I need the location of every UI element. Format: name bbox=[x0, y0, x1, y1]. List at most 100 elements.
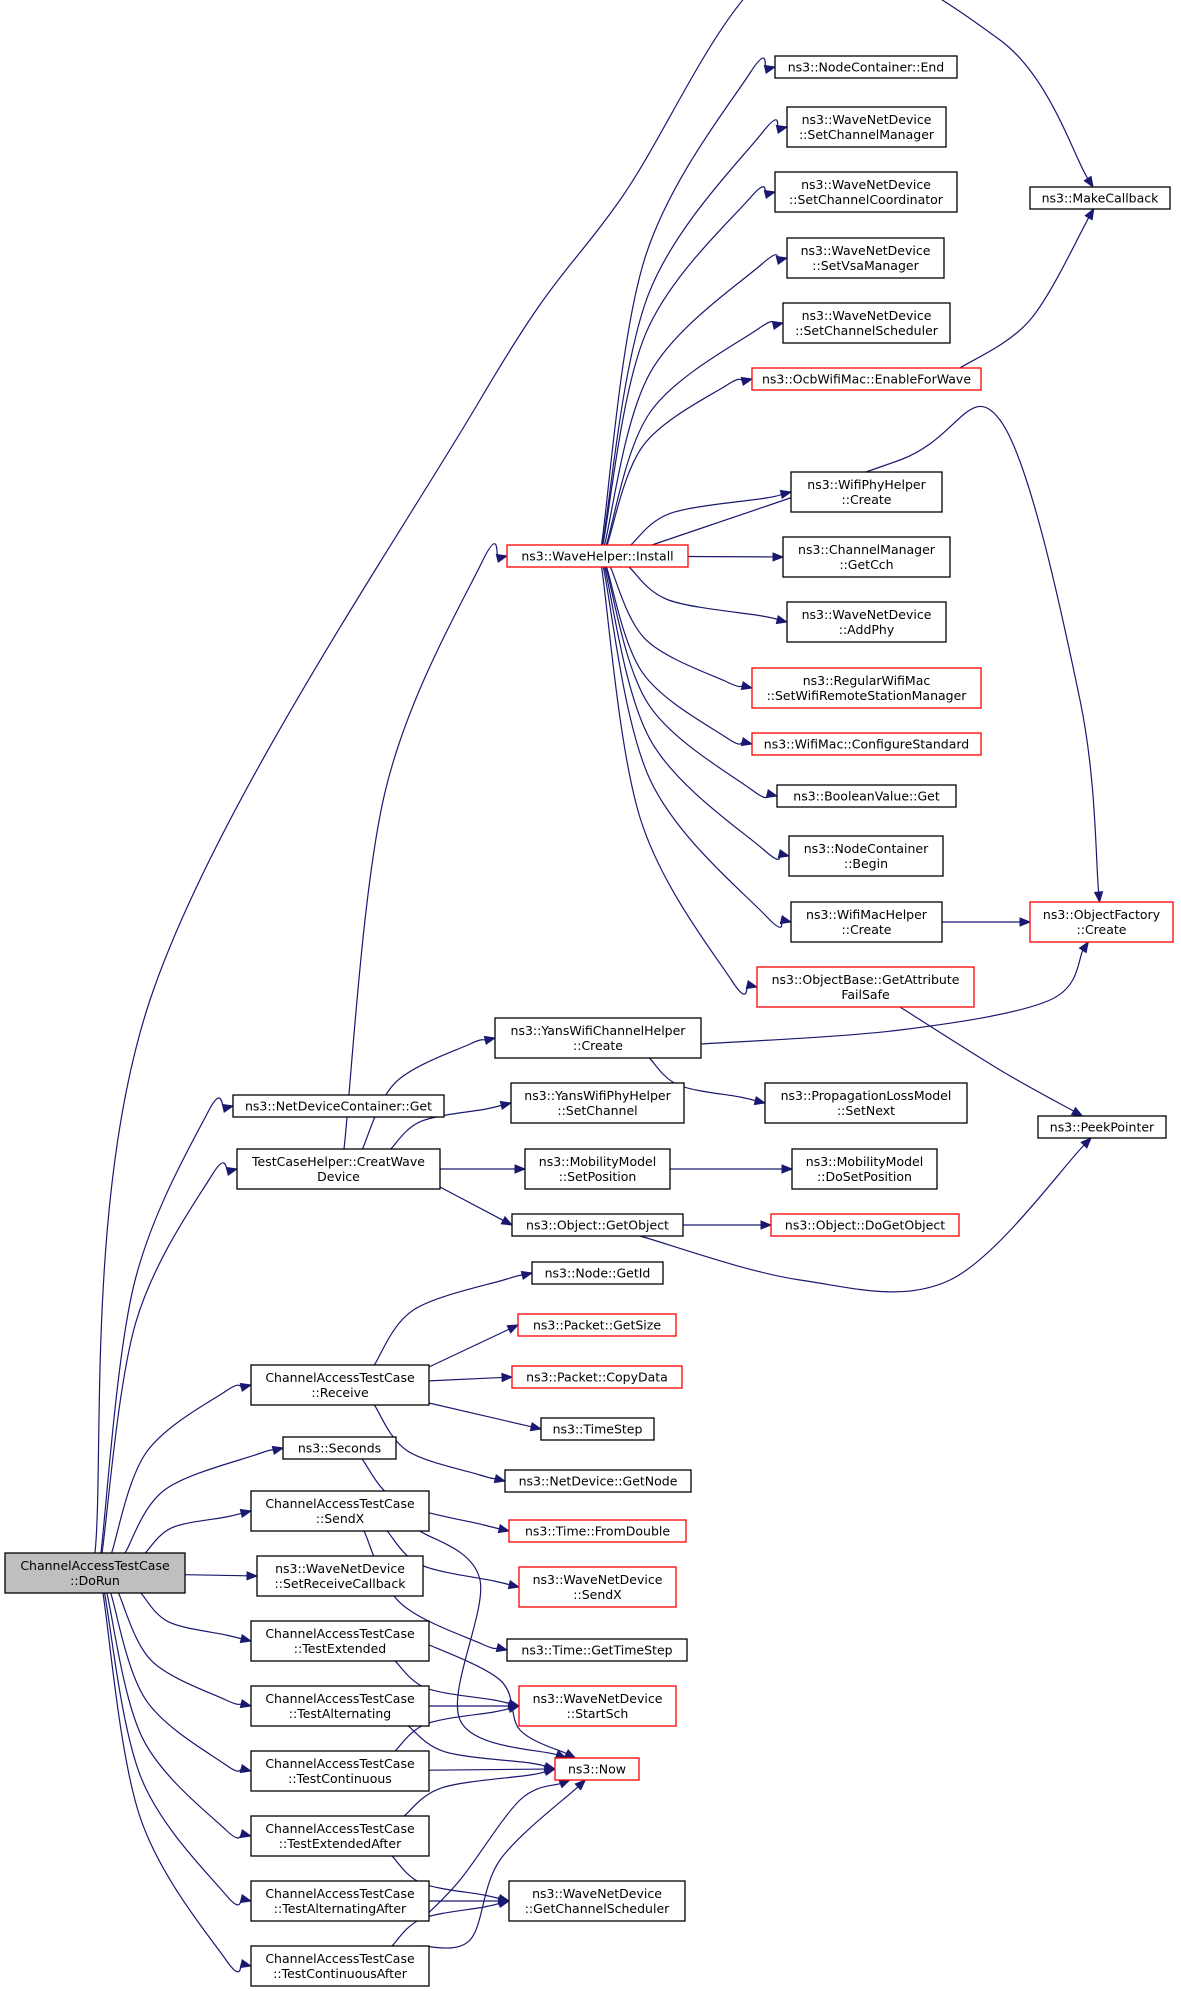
node-box[interactable] bbox=[518, 1566, 677, 1608]
node-box[interactable] bbox=[494, 1017, 702, 1059]
node-box[interactable] bbox=[250, 1945, 430, 1987]
node-prop-setnext[interactable]: ns3::PropagationLossModel::SetNext bbox=[764, 1082, 968, 1124]
node-box[interactable] bbox=[236, 1148, 441, 1190]
node-box[interactable] bbox=[506, 544, 689, 568]
node-yans-phy[interactable]: ns3::YansWifiPhyHelper::SetChannel bbox=[510, 1082, 685, 1124]
node-box[interactable] bbox=[756, 966, 975, 1008]
node-sendx[interactable]: ChannelAccessTestCase::SendX bbox=[250, 1490, 430, 1532]
node-box[interactable] bbox=[786, 237, 945, 279]
node-box[interactable] bbox=[1029, 186, 1171, 210]
node-box[interactable] bbox=[524, 1148, 671, 1190]
node-root[interactable]: ChannelAccessTestCase::DoRun bbox=[4, 1552, 186, 1594]
node-receive[interactable]: ChannelAccessTestCase::Receive bbox=[250, 1364, 430, 1406]
node-box[interactable] bbox=[790, 471, 943, 513]
node-set-chmgr[interactable]: ns3::WaveNetDevice::SetChannelManager bbox=[786, 106, 947, 148]
node-box[interactable] bbox=[791, 1148, 938, 1190]
node-getchsched[interactable]: ns3::WaveNetDevice::GetChannelScheduler bbox=[508, 1880, 686, 1922]
node-box[interactable] bbox=[788, 835, 944, 877]
node-wnd-sendx[interactable]: ns3::WaveNetDevice::SendX bbox=[518, 1566, 677, 1608]
node-box[interactable] bbox=[751, 667, 982, 709]
node-box[interactable] bbox=[250, 1620, 430, 1662]
node-box[interactable] bbox=[250, 1880, 430, 1922]
node-seconds[interactable]: ns3::Seconds bbox=[282, 1436, 397, 1460]
node-box[interactable] bbox=[540, 1417, 655, 1441]
node-setrecv[interactable]: ns3::WaveNetDevice::SetReceiveCallback bbox=[256, 1555, 424, 1597]
node-t-exta[interactable]: ChannelAccessTestCase::TestExtendedAfter bbox=[250, 1815, 430, 1857]
node-box[interactable] bbox=[508, 1880, 686, 1922]
node-t-conta[interactable]: ChannelAccessTestCase::TestContinuousAft… bbox=[250, 1945, 430, 1987]
node-box[interactable] bbox=[250, 1364, 430, 1406]
node-box[interactable] bbox=[517, 1313, 677, 1337]
node-makecb[interactable]: ns3::MakeCallback bbox=[1029, 186, 1171, 210]
node-nd-getnode[interactable]: ns3::NetDevice::GetNode bbox=[504, 1469, 692, 1493]
node-fromdouble[interactable]: ns3::Time::FromDouble bbox=[508, 1519, 687, 1543]
node-box[interactable] bbox=[790, 901, 943, 943]
node-box[interactable] bbox=[250, 1490, 430, 1532]
node-box[interactable] bbox=[250, 1750, 430, 1792]
node-peekptr[interactable]: ns3::PeekPointer bbox=[1037, 1115, 1167, 1139]
node-ocb-enable[interactable]: ns3::OcbWifiMac::EnableForWave bbox=[751, 367, 982, 391]
node-set-chsched[interactable]: ns3::WaveNetDevice::SetChannelScheduler bbox=[782, 302, 951, 344]
node-box[interactable] bbox=[786, 106, 947, 148]
node-pkt-copy[interactable]: ns3::Packet::CopyData bbox=[511, 1365, 683, 1389]
node-box[interactable] bbox=[282, 1436, 397, 1460]
node-box[interactable] bbox=[786, 601, 947, 643]
node-set-chcoord[interactable]: ns3::WaveNetDevice::SetChannelCoordinato… bbox=[774, 171, 958, 213]
node-startsch[interactable]: ns3::WaveNetDevice::StartSch bbox=[518, 1685, 677, 1727]
node-mob-dosetpos[interactable]: ns3::MobilityModel::DoSetPosition bbox=[791, 1148, 938, 1190]
node-nc-end[interactable]: ns3::NodeContainer::End bbox=[774, 55, 958, 79]
node-nc-begin[interactable]: ns3::NodeContainer::Begin bbox=[788, 835, 944, 877]
node-t-alta[interactable]: ChannelAccessTestCase::TestAlternatingAf… bbox=[250, 1880, 430, 1922]
node-t-cont[interactable]: ChannelAccessTestCase::TestContinuous bbox=[250, 1750, 430, 1792]
node-box[interactable] bbox=[511, 1213, 684, 1237]
node-ndc-get[interactable]: ns3::NetDeviceContainer::Get bbox=[232, 1094, 445, 1118]
node-install[interactable]: ns3::WaveHelper::Install bbox=[506, 544, 689, 568]
node-set-vsa[interactable]: ns3::WaveNetDevice::SetVsaManager bbox=[786, 237, 945, 279]
node-box[interactable] bbox=[531, 1261, 664, 1285]
node-obj-get[interactable]: ns3::Object::GetObject bbox=[511, 1213, 684, 1237]
node-box[interactable] bbox=[506, 1638, 688, 1662]
node-reg-setrsm[interactable]: ns3::RegularWifiMac::SetWifiRemoteStatio… bbox=[751, 667, 982, 709]
node-box[interactable] bbox=[774, 55, 958, 79]
node-t-alt[interactable]: ChannelAccessTestCase::TestAlternating bbox=[250, 1685, 430, 1727]
node-now[interactable]: ns3::Now bbox=[554, 1757, 640, 1781]
node-box[interactable] bbox=[776, 784, 957, 808]
node-box[interactable] bbox=[518, 1685, 677, 1727]
node-box[interactable] bbox=[751, 367, 982, 391]
node-box[interactable] bbox=[764, 1082, 968, 1124]
node-wm-configstd[interactable]: ns3::WifiMac::ConfigureStandard bbox=[751, 732, 982, 756]
node-box[interactable] bbox=[232, 1094, 445, 1118]
node-obj-doget[interactable]: ns3::Object::DoGetObject bbox=[770, 1213, 960, 1237]
node-node-getid[interactable]: ns3::Node::GetId bbox=[531, 1261, 664, 1285]
node-box[interactable] bbox=[504, 1469, 692, 1493]
node-mob-setpos[interactable]: ns3::MobilityModel::SetPosition bbox=[524, 1148, 671, 1190]
node-box[interactable] bbox=[510, 1082, 685, 1124]
node-chmgr-getcch[interactable]: ns3::ChannelManager::GetCch bbox=[782, 536, 951, 578]
node-box[interactable] bbox=[250, 1815, 430, 1857]
node-phyh-create[interactable]: ns3::WifiPhyHelper::Create bbox=[790, 471, 943, 513]
node-t-ext[interactable]: ChannelAccessTestCase::TestExtended bbox=[250, 1620, 430, 1662]
node-wnd-addphy[interactable]: ns3::WaveNetDevice::AddPhy bbox=[786, 601, 947, 643]
node-box[interactable] bbox=[770, 1213, 960, 1237]
node-box[interactable] bbox=[256, 1555, 424, 1597]
node-box[interactable] bbox=[250, 1685, 430, 1727]
node-pkt-size[interactable]: ns3::Packet::GetSize bbox=[517, 1313, 677, 1337]
node-box[interactable] bbox=[751, 732, 982, 756]
node-mach-create[interactable]: ns3::WifiMacHelper::Create bbox=[790, 901, 943, 943]
node-box[interactable] bbox=[1029, 901, 1174, 943]
node-box[interactable] bbox=[782, 536, 951, 578]
node-box[interactable] bbox=[508, 1519, 687, 1543]
node-box[interactable] bbox=[511, 1365, 683, 1389]
node-box[interactable] bbox=[774, 171, 958, 213]
node-gettimestep[interactable]: ns3::Time::GetTimeStep bbox=[506, 1638, 688, 1662]
node-of-create[interactable]: ns3::ObjectFactory::Create bbox=[1029, 901, 1174, 943]
node-box[interactable] bbox=[782, 302, 951, 344]
node-yans-ch[interactable]: ns3::YansWifiChannelHelper::Create bbox=[494, 1017, 702, 1059]
node-box[interactable] bbox=[4, 1552, 186, 1594]
node-timestep[interactable]: ns3::TimeStep bbox=[540, 1417, 655, 1441]
node-box[interactable] bbox=[1037, 1115, 1167, 1139]
node-bool-get[interactable]: ns3::BooleanValue::Get bbox=[776, 784, 957, 808]
node-box[interactable] bbox=[554, 1757, 640, 1781]
